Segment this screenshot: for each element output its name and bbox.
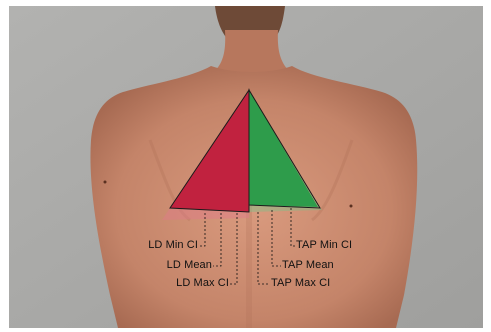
ld-mean-label: LD Mean [167,259,212,272]
ld-max-ci-label: LD Max CI [176,277,229,290]
tap-max-ci-label: TAP Max CI [271,277,330,290]
tap-min-ci-label: TAP Min CI [296,239,352,252]
ld-min-ci-label: LD Min CI [148,239,198,252]
mole [104,181,107,184]
tap-mean-label: TAP Mean [282,259,334,272]
mole [350,205,353,208]
